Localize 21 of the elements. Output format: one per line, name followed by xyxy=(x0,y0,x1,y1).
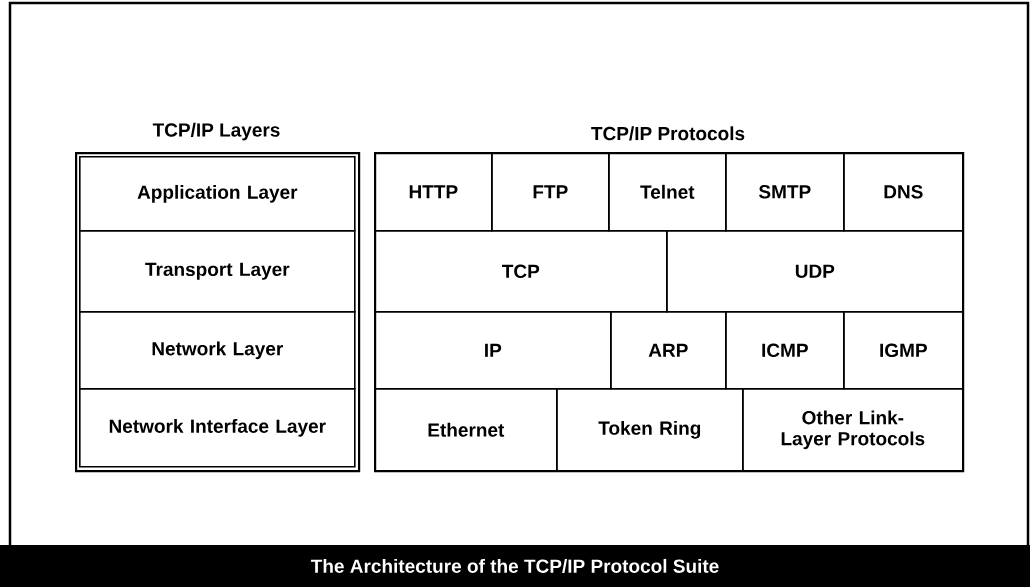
protocol-box: Telnet xyxy=(608,152,727,232)
layer-box: Network Layer xyxy=(79,311,356,390)
protocol-box: IP xyxy=(374,311,612,390)
protocol-box: ARP xyxy=(610,311,727,390)
protocol-box: UDP xyxy=(666,230,964,313)
protocol-box: Token Ring xyxy=(556,388,744,472)
protocol-box: IGMP xyxy=(843,311,964,390)
panel-heading: TCP/IP Layers xyxy=(152,122,280,141)
protocol-box: Ethernet xyxy=(374,388,558,472)
protocol-box: DNS xyxy=(843,152,964,232)
layer-box: Application Layer xyxy=(79,156,356,232)
layer-box: Network Interface Layer xyxy=(79,388,356,468)
caption-band: The Architecture of the TCP/IP Protocol Suite xyxy=(0,545,1030,587)
protocol-box: Other Link-Layer Protocols xyxy=(742,388,964,472)
protocol-box: TCP xyxy=(374,230,668,313)
protocol-box: HTTP xyxy=(374,152,493,232)
protocol-box: SMTP xyxy=(725,152,845,232)
protocol-box: ICMP xyxy=(725,311,845,390)
protocol-box: FTP xyxy=(491,152,610,232)
panel-heading: TCP/IP Protocols xyxy=(591,126,745,141)
layer-box: Transport Layer xyxy=(79,230,356,313)
